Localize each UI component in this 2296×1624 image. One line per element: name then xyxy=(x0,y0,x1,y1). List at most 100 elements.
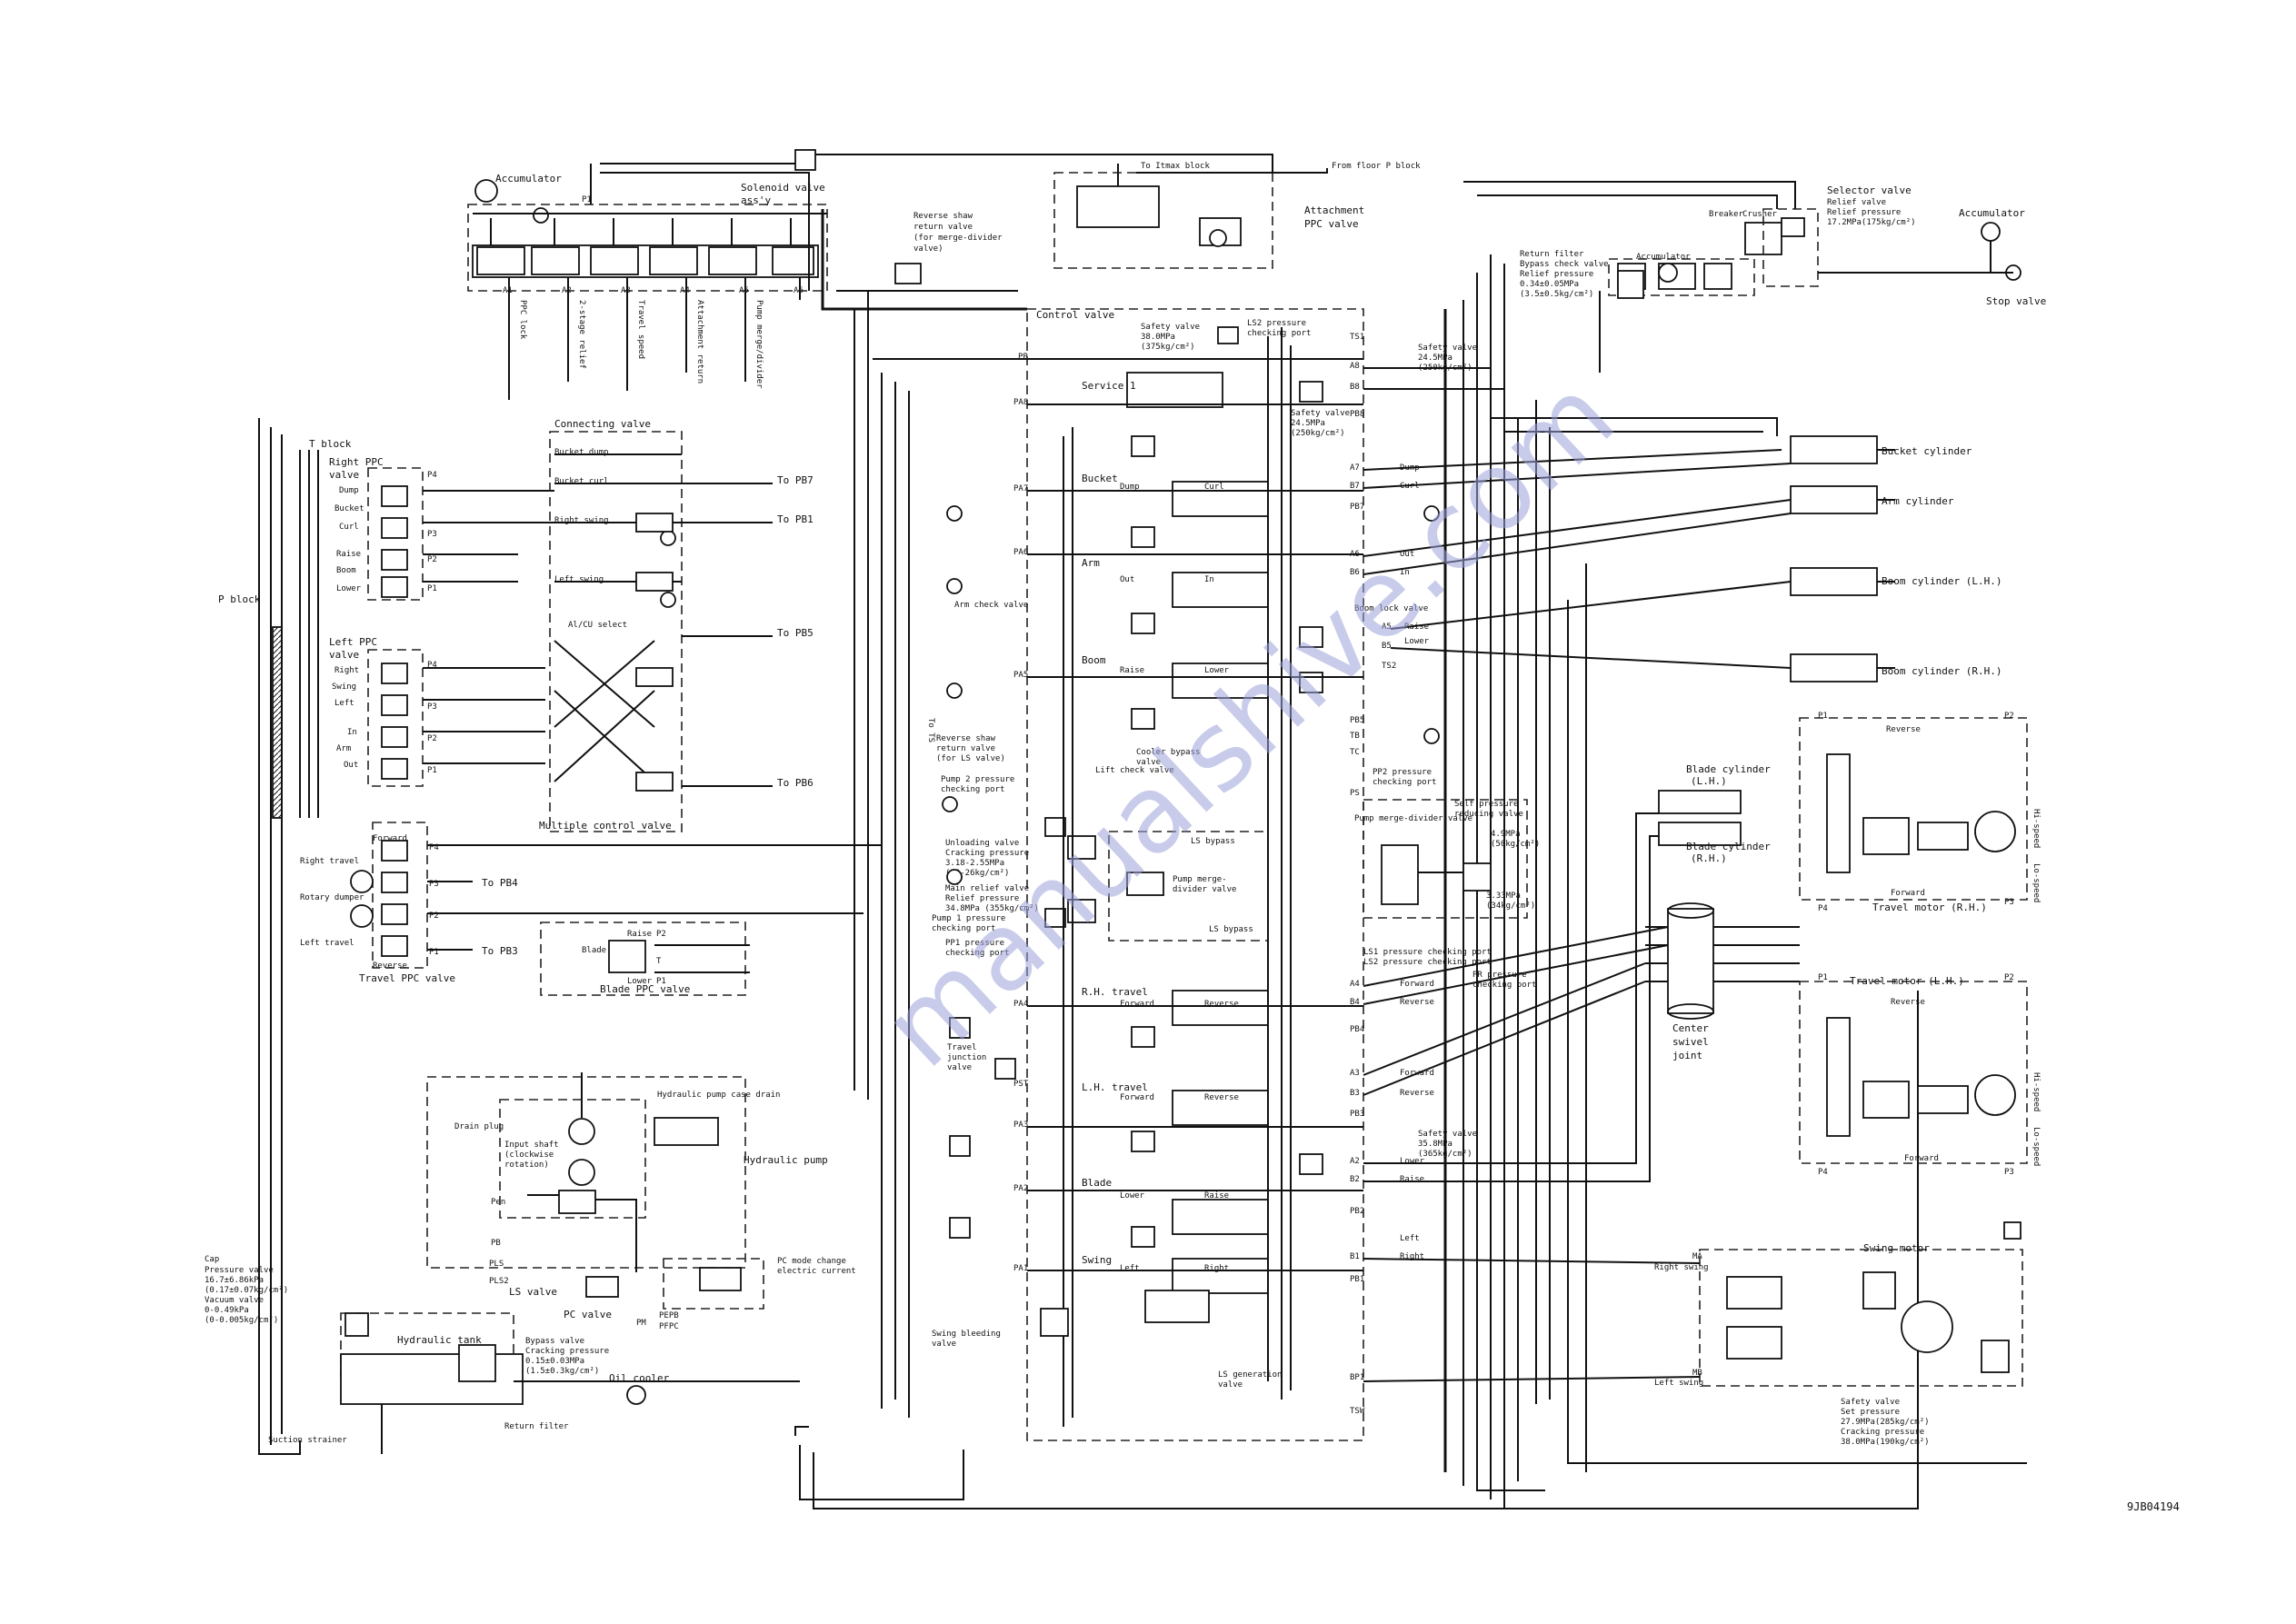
selector-valve-label-3: Relief pressure xyxy=(1827,208,1901,217)
breaker-label: Breaker xyxy=(1709,210,1744,219)
port-a8: A8 xyxy=(1350,362,1360,371)
to-pb6-label: To PB6 xyxy=(777,777,814,789)
cap-label: Cap xyxy=(205,1255,219,1264)
port-a1: A1 xyxy=(503,286,513,295)
port-b4: B4 xyxy=(1350,998,1360,1007)
port-pst: PST xyxy=(1013,1080,1029,1089)
travel-junction-valve: Travel xyxy=(947,1043,977,1052)
port-ps: PS xyxy=(1350,789,1360,798)
control-valve: Control valve Service xyxy=(926,308,1540,1441)
swing-bleed-2: valve xyxy=(932,1340,956,1349)
pr-check: PR pressure xyxy=(1472,971,1527,980)
port-b5: B5 xyxy=(1382,642,1392,651)
top-pipes xyxy=(590,149,1027,427)
ppc-p3-left: P3 xyxy=(427,702,437,712)
bypass-valve-label: Bypass valve xyxy=(525,1337,584,1346)
port-a7: A7 xyxy=(1350,463,1360,473)
blade-cylinder-rh-label: Blade cylinder xyxy=(1686,841,1771,852)
ls-generation-2: valve xyxy=(1218,1380,1243,1390)
ls-bypass: LS bypass xyxy=(1191,837,1235,846)
input-shaft-label-3: rotation) xyxy=(504,1161,549,1170)
cap-label-p2: 16.7±6.86kPa xyxy=(205,1276,264,1285)
port-pb7: PB7 xyxy=(1350,503,1364,512)
ls2-pressure-2: checking port xyxy=(1247,329,1311,338)
travel-ppc-valve: Right travel Rotary dumper Left travel F… xyxy=(300,822,882,984)
pump1-check-2: checking port xyxy=(932,924,995,933)
port-pb3: PB3 xyxy=(1350,1110,1364,1119)
solenoid-valve-label-2: ass'y xyxy=(741,194,771,206)
right-ppc-label: Right PPC xyxy=(329,456,384,468)
p-block-label: P block xyxy=(218,593,261,605)
pp2-check-2: checking port xyxy=(1373,778,1436,787)
pump2-check-2: checking port xyxy=(941,785,1004,794)
cv-right-swing: Right xyxy=(1204,1264,1229,1273)
cv-left-swing: Left xyxy=(1120,1264,1140,1273)
outer-circuit-lines xyxy=(258,254,2027,1509)
to-pb3-label: To PB3 xyxy=(482,945,518,957)
self-pressure: Self pressure xyxy=(1454,800,1518,809)
port-pb2: PB2 xyxy=(1350,1207,1364,1216)
cap-label-p6: (0-0.005kg/cm²) xyxy=(205,1316,278,1325)
travel-ppc-valve-label: Travel PPC valve xyxy=(359,972,455,984)
port-pa7: PA7 xyxy=(1013,484,1028,493)
port-a5: A5 xyxy=(739,286,749,295)
travel-rh-p4: P4 xyxy=(1818,904,1828,913)
travel-rh-p2: P2 xyxy=(2004,712,2014,721)
pr-check-2: checking port xyxy=(1472,981,1536,990)
port-b6: B6 xyxy=(1350,568,1360,577)
self-pressure-2: reducing valve xyxy=(1454,810,1523,819)
arm-cylinder-body xyxy=(1790,485,1878,514)
pls-label: PLS xyxy=(489,1260,504,1269)
reverse-check-label-2: return valve xyxy=(913,223,973,232)
return-filter-bottom-label: Return filter xyxy=(504,1422,569,1431)
t-block-label: T block xyxy=(309,438,352,450)
lh-travel-label: L.H. travel xyxy=(1082,1081,1148,1093)
unload-valve: Unloading valve xyxy=(945,839,1019,848)
v333: 3.33MPa xyxy=(1486,892,1521,901)
right-lower-a2: Lower xyxy=(1400,1157,1425,1166)
port-pa4: PA4 xyxy=(1013,1000,1028,1009)
right-travel-label: Right travel xyxy=(300,857,359,866)
left-travel-label: Left travel xyxy=(300,939,354,948)
swing-safety-label: Safety valve xyxy=(1841,1398,1900,1407)
travel-junction-valve-3: valve xyxy=(947,1063,972,1072)
connecting-valve: Connecting valve Multiple control valve … xyxy=(539,418,814,832)
travel-lh-p3: P3 xyxy=(2004,1168,2014,1177)
arm-cylinder-label: Arm cylinder xyxy=(1882,495,1954,507)
cv-forward-lh: Forward xyxy=(1120,1093,1154,1102)
port-pa1: PA1 xyxy=(1013,1264,1028,1273)
lower-label-blade: Lower xyxy=(627,977,653,986)
ls-valve-label: LS valve xyxy=(509,1286,557,1298)
travel-motor-rh-label: Travel motor (R.H.) xyxy=(1872,902,1987,913)
bucket-cylinder-body xyxy=(1790,435,1878,464)
safety-valve-3: Safety valve xyxy=(1418,1130,1477,1139)
right-right-b1: Right xyxy=(1400,1252,1424,1261)
safety-valve-1c: (375kg/cm²) xyxy=(1141,343,1195,352)
travel-lh-forward: Forward xyxy=(1904,1154,1939,1163)
tppc-p1: P1 xyxy=(429,948,439,957)
center-swivel-body xyxy=(1667,908,1714,1014)
swing-bleed: Swing bleeding xyxy=(932,1330,1001,1339)
ls2-pressure: LS2 pressure xyxy=(1247,319,1306,328)
from-floor-p-block-label: From floor P block xyxy=(1332,162,1421,171)
to-pb5-label: To PB5 xyxy=(777,627,814,639)
blade-label-ppc: Blade xyxy=(582,946,606,955)
accumulator-left-label: Accumulator xyxy=(495,173,562,184)
right-label-ppc: Right xyxy=(334,666,359,675)
control-valve-label: Control valve xyxy=(1036,309,1114,321)
rotary-dumper-label: Rotary dumper xyxy=(300,893,364,902)
travel-rh-p1: P1 xyxy=(1818,712,1828,721)
port-a2b: A2 xyxy=(1350,1157,1360,1166)
bucket-label-ppc: Bucket xyxy=(334,504,364,513)
return-filter-top-label-3: Relief pressure xyxy=(1520,270,1593,279)
ppc-p2-left: P2 xyxy=(427,734,437,743)
selector-valve-label: Selector valve xyxy=(1827,184,1912,196)
port-pb4: PB4 xyxy=(1350,1025,1364,1034)
crusher-label: Crusher xyxy=(1742,210,1778,219)
right-reverse-b4: Reverse xyxy=(1400,998,1434,1007)
port-bp1: BP1 xyxy=(1350,1373,1364,1382)
port-pa8: PA8 xyxy=(1013,398,1028,407)
reverse-shaw-ls-2: return valve xyxy=(936,744,995,753)
swing-mb-label: MB xyxy=(1692,1369,1702,1378)
pc-valve-label: PC valve xyxy=(564,1309,612,1320)
